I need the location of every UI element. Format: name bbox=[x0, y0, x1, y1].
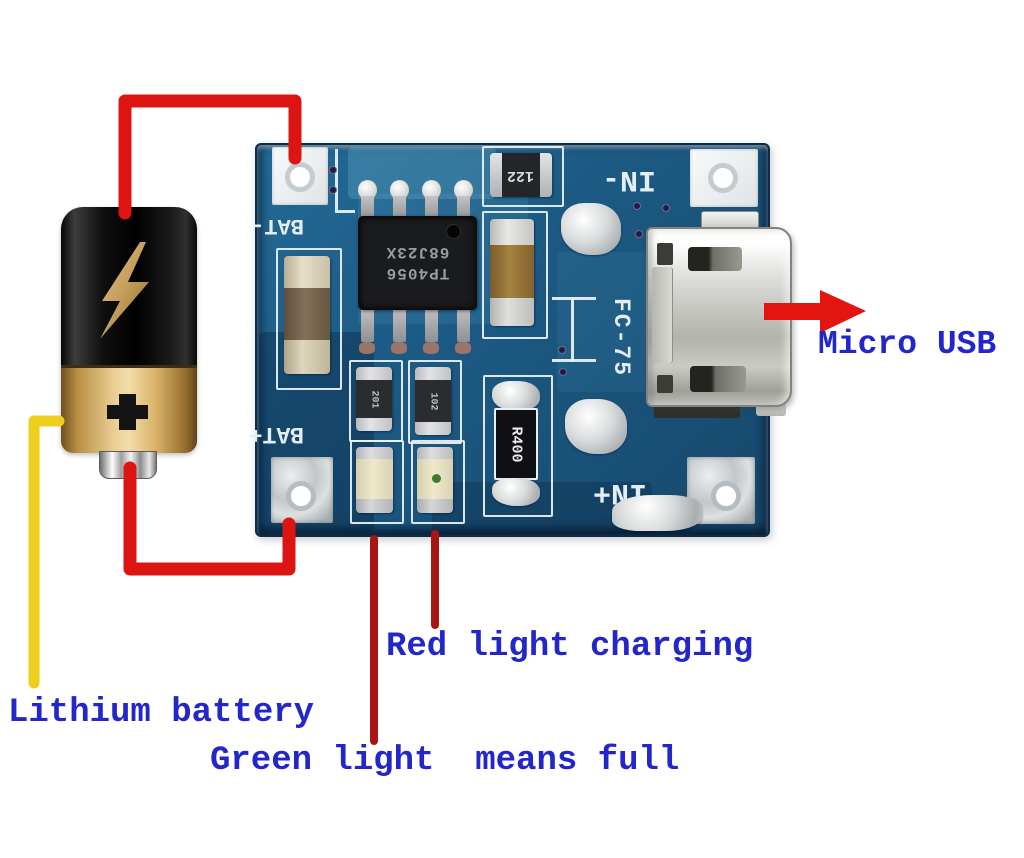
solder-blob bbox=[454, 180, 473, 200]
chip-pin bbox=[393, 306, 406, 342]
led-body bbox=[356, 459, 393, 499]
led-end-cap bbox=[417, 447, 453, 459]
chip-pin bbox=[425, 196, 438, 220]
silkscreen-trace bbox=[552, 297, 596, 300]
chip-pin bbox=[425, 306, 438, 342]
usb-latch-slot bbox=[688, 247, 742, 271]
led-end-cap bbox=[417, 499, 453, 513]
label-red-light-charging: Red light charging bbox=[386, 628, 754, 666]
solder-pad bbox=[391, 342, 407, 354]
resistor-end-cap bbox=[356, 367, 392, 380]
silkscreen-trace bbox=[335, 210, 355, 213]
wire-battery-positive bbox=[123, 461, 296, 576]
capacitor-middle bbox=[490, 219, 534, 326]
resistor-end-cap bbox=[356, 418, 392, 431]
capacitor-body bbox=[490, 245, 534, 298]
led-green-dot bbox=[432, 474, 441, 483]
via bbox=[662, 204, 670, 212]
mounting-hole-bottom-right bbox=[711, 481, 741, 511]
resistor-122: 122 bbox=[490, 153, 552, 197]
usb-left-face bbox=[652, 267, 673, 363]
micro-usb-connector bbox=[646, 227, 792, 407]
silkscreen-outline bbox=[482, 211, 548, 339]
silkscreen-outline bbox=[411, 440, 465, 524]
silkscreen-outline bbox=[276, 248, 342, 390]
solder-blob bbox=[422, 180, 441, 200]
arrow-right-icon bbox=[764, 290, 866, 333]
label-green-light-full: Green light means full bbox=[210, 742, 680, 780]
led-end-cap bbox=[356, 447, 393, 459]
via bbox=[329, 186, 337, 194]
solder-pad bbox=[423, 342, 439, 354]
via bbox=[558, 346, 566, 354]
solder-blob bbox=[612, 495, 702, 531]
resistor-r400: R400 bbox=[494, 408, 538, 480]
capacitor-end-cap bbox=[284, 256, 330, 288]
resistor-end-cap bbox=[540, 153, 552, 197]
usb-corner-tab bbox=[657, 375, 673, 393]
silkscreen-trace bbox=[571, 299, 574, 361]
usb-pin-strip bbox=[654, 404, 740, 418]
capacitor-end-cap bbox=[284, 340, 330, 374]
usb-corner-tab bbox=[657, 243, 673, 265]
resistor-end-cap bbox=[490, 153, 502, 197]
silkscreen-outline bbox=[482, 146, 564, 207]
solder-blob bbox=[565, 399, 627, 454]
silkscreen-trace bbox=[552, 359, 596, 362]
resistor-body: 122 bbox=[502, 153, 540, 197]
plus-icon bbox=[107, 394, 148, 430]
solder-blob bbox=[492, 478, 540, 506]
label-micro-usb: Micro USB bbox=[818, 326, 997, 363]
silkscreen-outline bbox=[408, 360, 462, 444]
solder-blob bbox=[358, 180, 377, 200]
resistor-body: 201 bbox=[356, 380, 392, 418]
silkscreen-trace bbox=[335, 149, 338, 211]
solder-pad bbox=[455, 342, 471, 354]
resistor-small-left: 201 bbox=[356, 367, 392, 431]
usb-latch-slot bbox=[690, 366, 746, 392]
capacitor-end-cap bbox=[490, 298, 534, 326]
via bbox=[329, 166, 337, 174]
solder-blob bbox=[492, 381, 540, 411]
chip-pin bbox=[393, 196, 406, 220]
capacitor-body bbox=[284, 288, 330, 340]
silkscreen-outline bbox=[350, 440, 404, 524]
resistor-small-right: 102 bbox=[415, 367, 451, 435]
chip-pin bbox=[361, 196, 374, 220]
lightning-bolt-icon bbox=[100, 242, 149, 339]
mounting-hole-top-left bbox=[285, 162, 315, 192]
wire-battery-negative bbox=[118, 94, 302, 220]
mounting-hole-bottom-left bbox=[286, 481, 316, 511]
via bbox=[559, 368, 567, 376]
capacitor-end-cap bbox=[490, 219, 534, 245]
label-lithium-battery: Lithium battery bbox=[8, 694, 315, 732]
capacitor-left bbox=[284, 256, 330, 374]
solder-blob bbox=[561, 203, 621, 255]
chip-pin1-dot bbox=[446, 224, 461, 239]
led-red-charging bbox=[356, 447, 393, 513]
mounting-hole-top-right bbox=[708, 163, 738, 193]
via bbox=[635, 230, 643, 238]
resistor-end-cap bbox=[415, 367, 451, 380]
led-end-cap bbox=[356, 499, 393, 513]
solder-blob bbox=[390, 180, 409, 200]
resistor-end-cap bbox=[415, 422, 451, 435]
solder-pad bbox=[359, 342, 375, 354]
chip-pin bbox=[361, 306, 374, 342]
chip-pin bbox=[457, 196, 470, 220]
via bbox=[633, 202, 641, 210]
tp4056-chip: TP4056 68J23X bbox=[358, 216, 477, 310]
silkscreen-outline bbox=[483, 375, 553, 517]
resistor-body: 102 bbox=[415, 380, 451, 422]
wire-yellow-pointer bbox=[28, 415, 65, 689]
chip-pin bbox=[457, 306, 470, 342]
